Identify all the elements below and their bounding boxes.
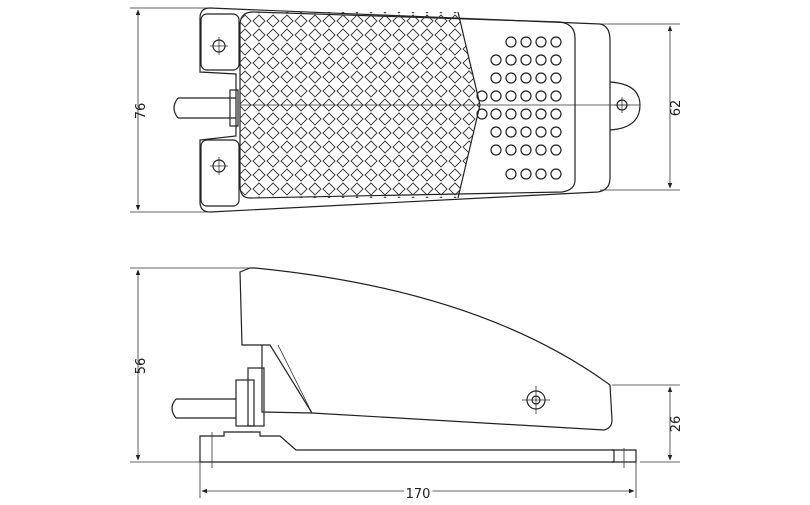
tread-dot — [550, 90, 562, 102]
dimension-pedal-width: 62 — [600, 23, 684, 191]
tread-dot — [505, 144, 517, 156]
tread-dot — [520, 144, 532, 156]
tread-dot — [490, 54, 502, 66]
dimension-front-height: 26 — [612, 384, 684, 463]
right-mount-tab — [609, 81, 641, 131]
side-view-connector — [235, 367, 265, 427]
tread-dot — [535, 144, 547, 156]
tread-dot — [505, 36, 517, 48]
tread-dot — [520, 36, 532, 48]
tread-dot — [550, 36, 562, 48]
tread-dot — [490, 90, 502, 102]
tread-dot — [520, 168, 532, 180]
dimension-label-76: 76 — [134, 103, 149, 120]
tread-dot — [490, 108, 502, 120]
tread-dot — [505, 168, 517, 180]
tread-dot — [550, 108, 562, 120]
tread-dot — [550, 144, 562, 156]
tread-dot — [535, 108, 547, 120]
tread-dot — [520, 108, 532, 120]
tread-dot — [535, 72, 547, 84]
tread-dot — [520, 54, 532, 66]
side-view-pedal-body — [239, 267, 613, 431]
diamond-tread-pattern — [240, 12, 480, 198]
tread-dot — [476, 90, 488, 102]
tread-dot — [535, 90, 547, 102]
side-view-cable — [171, 398, 236, 419]
tread-dot — [550, 72, 562, 84]
dimension-label-170: 170 — [406, 487, 431, 502]
tread-dot — [550, 54, 562, 66]
tread-dot — [550, 168, 562, 180]
tread-dot — [505, 108, 517, 120]
tread-dot — [505, 90, 517, 102]
tread-dot — [535, 168, 547, 180]
dimension-length: 170 — [199, 462, 637, 505]
dot-tread-pattern — [476, 36, 562, 180]
side-view-base-plate — [199, 431, 615, 463]
bottom-left-mount-ear — [200, 139, 240, 207]
top-view: 76 62 — [130, 7, 684, 213]
tread-dot — [490, 126, 502, 138]
bottom-left-mount-hole — [210, 157, 228, 175]
dimension-label-26: 26 — [669, 416, 684, 433]
tread-dot — [550, 126, 562, 138]
tread-dot — [505, 54, 517, 66]
dimension-label-62: 62 — [669, 100, 684, 117]
dimension-overall-width: 76 — [130, 7, 210, 213]
tread-dot — [520, 72, 532, 84]
dimension-height: 56 — [130, 267, 250, 463]
tread-dot — [535, 54, 547, 66]
tread-dot — [490, 72, 502, 84]
top-left-mount-hole — [210, 37, 228, 55]
side-view-hinge — [261, 345, 313, 414]
top-view-cable — [173, 89, 239, 127]
top-left-mount-ear — [200, 13, 240, 71]
tread-dot — [505, 72, 517, 84]
tread-dot — [520, 126, 532, 138]
tread-dot — [476, 108, 488, 120]
side-view-pivot-hole — [522, 386, 550, 414]
side-view: 56 26 170 — [130, 267, 684, 505]
dimension-label-56: 56 — [134, 358, 149, 375]
tread-dot — [535, 126, 547, 138]
tread-dot — [535, 36, 547, 48]
tread-dot — [505, 126, 517, 138]
tread-dot — [490, 144, 502, 156]
tread-dot — [520, 90, 532, 102]
